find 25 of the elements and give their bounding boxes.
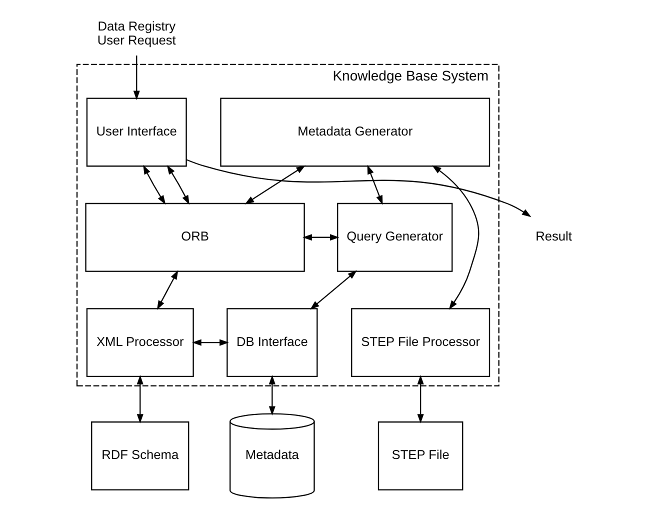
arrow <box>186 159 531 218</box>
node-text: Result <box>535 228 572 244</box>
node-box: User Interface <box>86 98 186 167</box>
node-box: STEP File <box>377 421 463 490</box>
node-box: STEP File Processor <box>350 308 490 378</box>
node-box: RDF Schema <box>90 421 189 490</box>
node-box: XML Processor <box>86 308 194 378</box>
arrow <box>244 165 306 204</box>
arrow <box>366 164 382 205</box>
arrow <box>416 374 424 424</box>
arrow <box>310 270 357 310</box>
arrow <box>166 165 189 205</box>
arrow <box>431 165 479 310</box>
arrow <box>136 374 143 424</box>
node-text: Data Registry User Request <box>96 18 176 48</box>
node-box: DB Interface <box>226 308 318 378</box>
arrow <box>156 270 178 310</box>
node-box: Metadata Generator <box>220 98 490 167</box>
node-box: ORB <box>84 202 304 272</box>
arrow <box>192 339 228 346</box>
node-box: Query Generator <box>336 202 452 272</box>
arrow <box>302 234 339 241</box>
arrow <box>132 56 140 100</box>
arrow <box>268 374 275 416</box>
arrow <box>142 164 166 205</box>
